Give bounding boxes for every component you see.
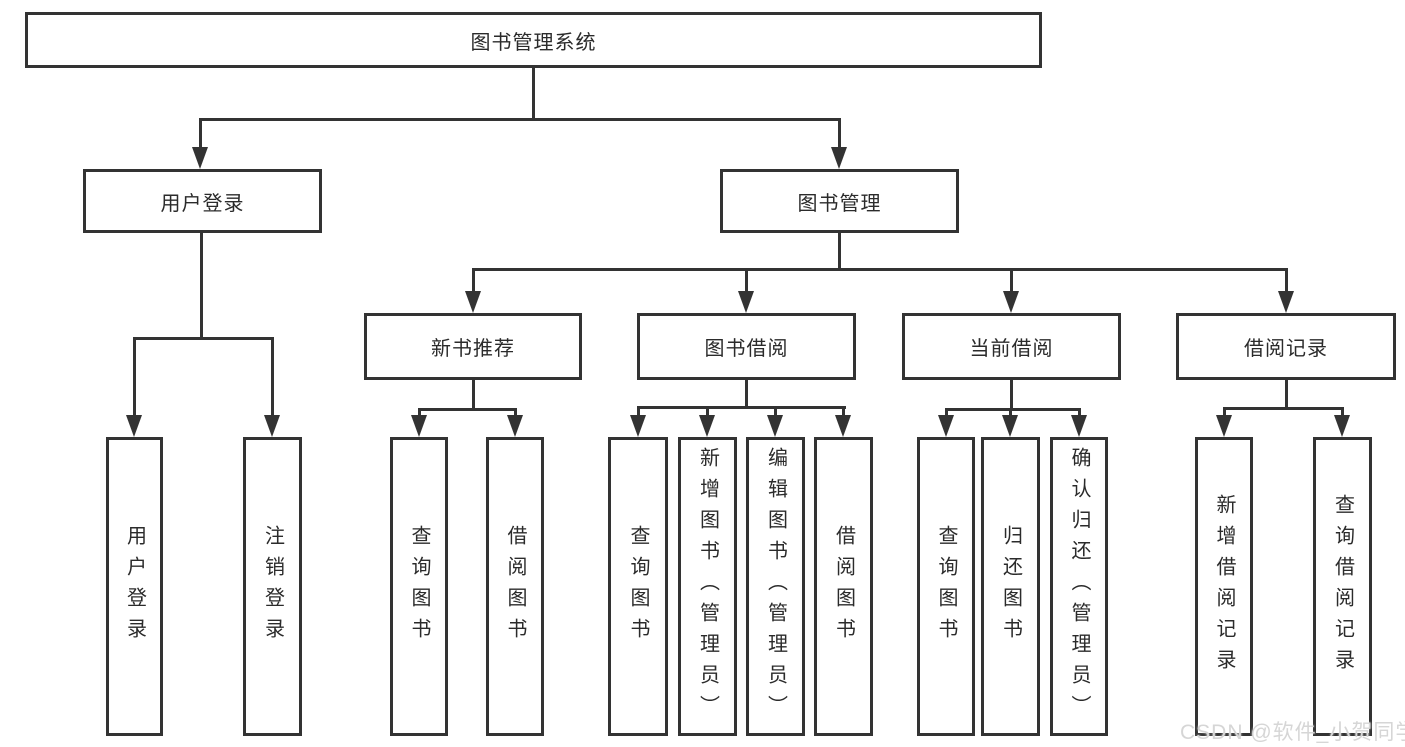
leaf-newbook-query-books: 查询图书 [390, 437, 448, 736]
arrowhead-to-user-login [192, 147, 208, 169]
leaf-add-book-admin-label: 新增图书（管理员） [696, 447, 719, 726]
arrowhead-to-current-borrow [1003, 291, 1019, 313]
leaf-return-book-label: 归还图书 [999, 524, 1022, 649]
arrowhead-to-br-query [1334, 415, 1350, 437]
csdn-watermark: CSDN @软件_小贺同学 [1180, 721, 1405, 744]
arrowhead-to-book-management [831, 147, 847, 169]
node-library-system-label: 图书管理系统 [470, 31, 597, 54]
node-borrow-records: 借阅记录 [1176, 313, 1396, 380]
leaf-user-login-label: 用户登录 [123, 524, 146, 649]
leaf-current-query-books-label: 查询图书 [935, 524, 957, 649]
arrowhead-to-borrow-records [1278, 291, 1294, 313]
leaf-logout-label: 注销登录 [261, 524, 284, 649]
node-current-borrow: 当前借阅 [902, 313, 1121, 380]
leaf-user-login: 用户登录 [106, 437, 163, 736]
node-new-book-recommend: 新书推荐 [364, 313, 582, 380]
leaf-logout: 注销登录 [243, 437, 302, 736]
leaf-newbook-borrow-books-label: 借阅图书 [504, 524, 526, 649]
leaf-borrow-borrow-books: 借阅图书 [814, 437, 873, 736]
arrowhead-to-cb-confirm [1071, 415, 1087, 437]
arrowhead-to-bb-query [630, 415, 646, 437]
leaf-edit-book-admin: 编辑图书（管理员） [746, 437, 805, 736]
node-borrow-records-label: 借阅记录 [1244, 338, 1328, 360]
leaf-newbook-query-books-label: 查询图书 [408, 524, 430, 649]
leaf-borrow-query-books-label: 查询图书 [627, 524, 649, 649]
leaf-return-book: 归还图书 [981, 437, 1040, 736]
leaf-borrow-borrow-books-label: 借阅图书 [832, 524, 855, 649]
node-user-login-label: 用户登录 [160, 192, 245, 215]
leaf-add-borrow-record-label: 新增借阅记录 [1213, 493, 1235, 680]
arrowhead-to-leaf-logout [264, 415, 280, 437]
arrowhead-to-new-book-recommend [465, 291, 481, 313]
node-book-borrow-label: 图书借阅 [704, 338, 789, 360]
arrowhead-to-bb-edit [767, 415, 783, 437]
leaf-confirm-return-admin: 确认归还（管理员） [1050, 437, 1108, 736]
arrowhead-to-newbook-query [411, 415, 427, 437]
leaf-newbook-borrow-books: 借阅图书 [486, 437, 544, 736]
leaf-confirm-return-admin-label: 确认归还（管理员） [1068, 447, 1090, 726]
arrowhead-to-leaf-user-login [126, 415, 142, 437]
node-user-login: 用户登录 [83, 169, 322, 233]
node-library-system: 图书管理系统 [25, 12, 1042, 68]
arrowhead-to-bb-borrow [835, 415, 851, 437]
node-book-borrow: 图书借阅 [637, 313, 856, 380]
arrowhead-to-cb-return [1002, 415, 1018, 437]
arrowhead-to-newbook-borrow [507, 415, 523, 437]
leaf-query-borrow-record-label: 查询借阅记录 [1331, 493, 1354, 680]
node-new-book-recommend-label: 新书推荐 [431, 338, 515, 360]
leaf-borrow-query-books: 查询图书 [608, 437, 668, 736]
node-current-borrow-label: 当前借阅 [969, 338, 1054, 360]
leaf-current-query-books: 查询图书 [917, 437, 975, 736]
leaf-add-borrow-record: 新增借阅记录 [1195, 437, 1253, 736]
leaf-add-book-admin: 新增图书（管理员） [678, 437, 737, 736]
node-book-management: 图书管理 [720, 169, 959, 233]
arrowhead-to-bb-add [699, 415, 715, 437]
arrowhead-to-cb-query [938, 415, 954, 437]
leaf-edit-book-admin-label: 编辑图书（管理员） [764, 447, 787, 726]
arrowhead-to-br-add [1216, 415, 1232, 437]
leaf-query-borrow-record: 查询借阅记录 [1313, 437, 1372, 736]
arrowhead-to-book-borrow [738, 291, 754, 313]
node-book-management-label: 图书管理 [797, 192, 882, 215]
